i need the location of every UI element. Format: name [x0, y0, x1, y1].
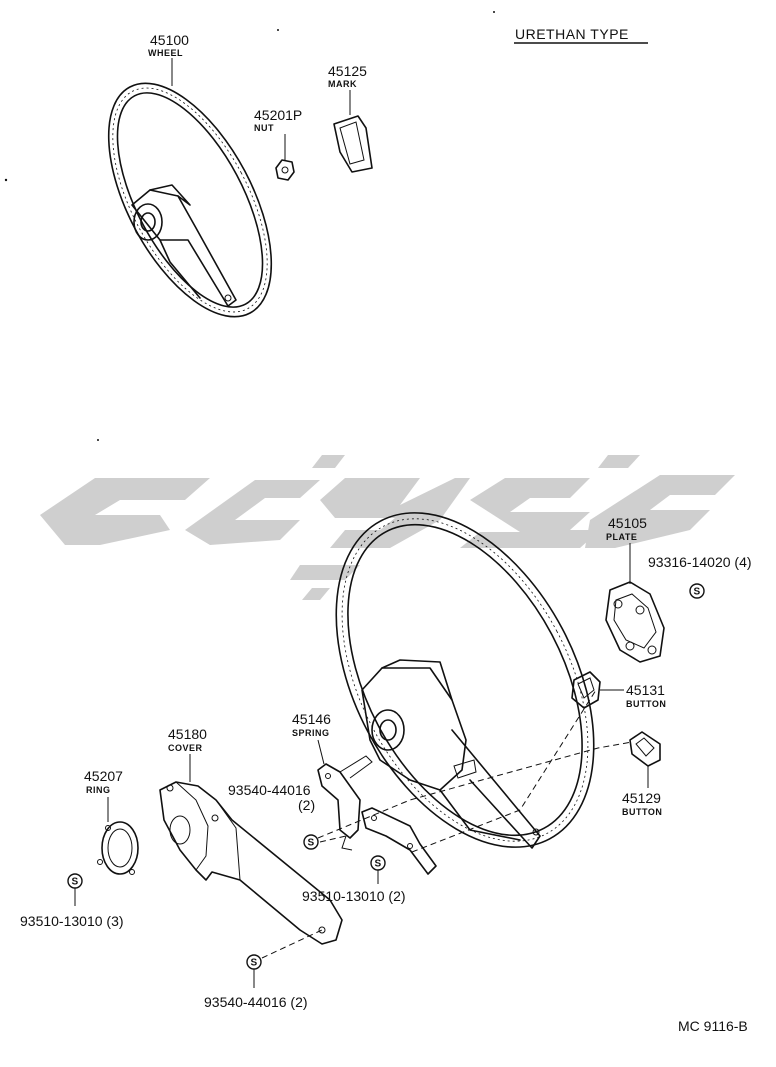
spring-screw-symbol: S	[303, 834, 319, 850]
button-45131-number: 45131	[626, 682, 665, 698]
drawing-code: MC 9116-B	[678, 1018, 748, 1034]
cover-part	[159, 781, 343, 945]
mark-part-name: MARK	[328, 79, 357, 89]
nut-part-number: 45201P	[254, 107, 302, 123]
button-45129-name: BUTTON	[622, 807, 662, 817]
cover-part-name: COVER	[168, 743, 203, 753]
cover-bottom-screw-symbol: S	[246, 954, 262, 970]
svg-text:S: S	[308, 838, 315, 849]
plate-part-name: PLATE	[606, 532, 637, 542]
ring-part-number: 45207	[84, 768, 123, 784]
svg-text:S: S	[72, 877, 79, 888]
button-45129-part	[629, 731, 661, 767]
cover-bottom-screw-label: 93540-44016 (2)	[204, 994, 308, 1010]
wheel-part-number: 45100	[150, 32, 189, 48]
nut-part-name: NUT	[254, 123, 274, 133]
spring-screw-number: 93540-44016	[228, 782, 311, 798]
middle-screw-label: 93510-13010 (2)	[302, 888, 406, 904]
button-45131-name: BUTTON	[626, 699, 666, 709]
bracket-part	[361, 807, 437, 875]
scan-speck	[97, 439, 99, 441]
assembly-lines	[261, 689, 633, 959]
plate-screw-symbol: S	[689, 583, 705, 599]
plate-screw-label: 93316-14020 (4)	[648, 554, 752, 570]
middle-screw-symbol: S	[370, 855, 386, 871]
plate-part-number: 45105	[608, 515, 647, 531]
cover-part-number: 45180	[168, 726, 207, 742]
ring-screw-label: 93510-13010 (3)	[20, 913, 124, 929]
wheel-part-name: WHEEL	[148, 48, 183, 58]
svg-text:S: S	[251, 958, 258, 969]
spring-part-name: SPRING	[292, 728, 330, 738]
ring-screw-symbol: S	[67, 873, 83, 889]
scan-speck	[4, 178, 8, 182]
spring-part-number: 45146	[292, 711, 331, 727]
spring-leader	[317, 739, 325, 765]
mark-part-number: 45125	[328, 63, 367, 79]
nut-part	[275, 159, 295, 181]
spring-screw-qty: (2)	[298, 797, 315, 813]
ring-part-name: RING	[86, 785, 111, 795]
wheel-upper	[107, 82, 273, 318]
button-45131-part	[571, 671, 601, 709]
wheel-lower	[335, 512, 595, 849]
scan-speck	[277, 29, 279, 31]
mark-part	[333, 115, 373, 173]
ring-part	[97, 821, 139, 875]
svg-text:S: S	[694, 587, 701, 598]
plate-part	[605, 581, 665, 663]
watermark-logo	[40, 455, 735, 600]
spring-part	[317, 755, 373, 851]
svg-text:S: S	[375, 859, 382, 870]
type-label: URETHAN TYPE	[515, 26, 629, 42]
scan-speck	[493, 11, 495, 13]
button-45129-number: 45129	[622, 790, 661, 806]
